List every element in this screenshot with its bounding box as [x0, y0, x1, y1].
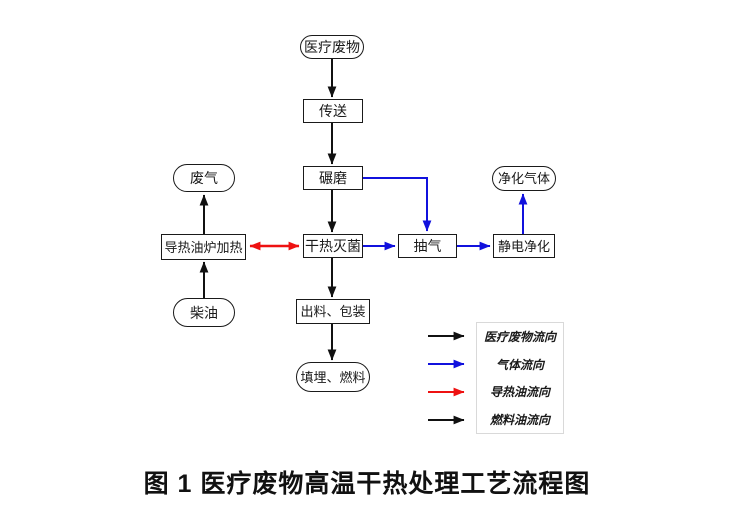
- node-discharge-packaging: 出料、包装: [296, 299, 370, 324]
- node-diesel: 柴油: [173, 298, 235, 327]
- node-purified-gas: 净化气体: [492, 166, 556, 191]
- legend-item-gas-flow: 气体流向: [495, 357, 544, 372]
- node-landfill-fuel: 填埋、燃料: [296, 362, 370, 392]
- legend-item-thermal-oil-flow: 导热油流向: [489, 385, 550, 400]
- node-oil-furnace-heating: 导热油炉加热: [161, 234, 246, 260]
- figure-caption: 图 1 医疗废物高温干热处理工艺流程图: [143, 470, 591, 498]
- legend-item-medical-waste-flow: 医疗废物流向: [483, 330, 556, 345]
- node-medical-waste: 医疗废物: [300, 35, 364, 59]
- legend: 医疗废物流向 气体流向 导热油流向 燃料油流向: [476, 322, 564, 434]
- legend-item-fuel-oil-flow: 燃料油流向: [489, 412, 550, 427]
- node-pump-air: 抽气: [398, 234, 457, 258]
- arrow-grind-to-pump-air: [363, 177, 432, 232]
- node-convey: 传送: [303, 99, 363, 123]
- node-grind: 碾磨: [303, 166, 363, 190]
- node-electrostatic-purify: 静电净化: [493, 234, 555, 258]
- node-waste-gas: 废气: [173, 164, 235, 192]
- node-dry-heat-sterilize: 干热灭菌: [303, 234, 363, 258]
